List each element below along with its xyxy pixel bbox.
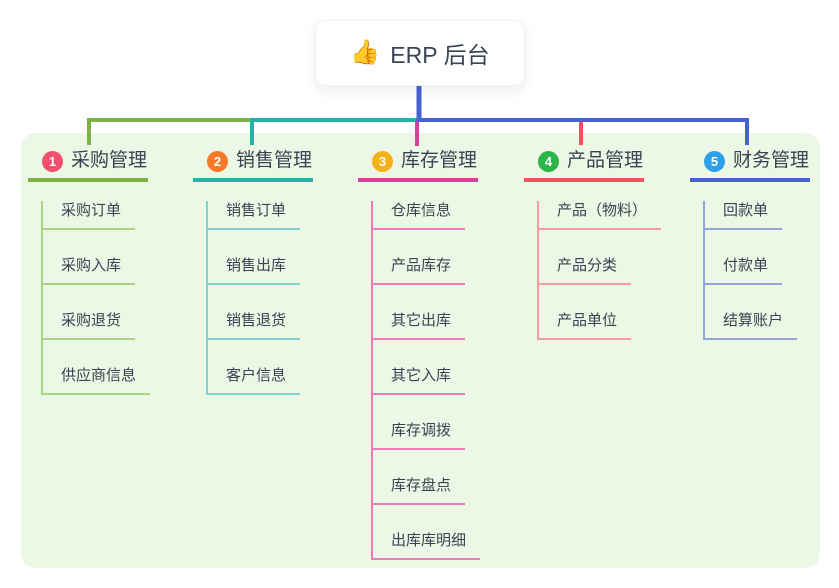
branch-title-label: 产品管理	[567, 150, 644, 171]
branch-1: 1 采购管理采购订单采购入库采购退货供应商信息	[28, 149, 151, 395]
node-item[interactable]: 其它出库	[373, 311, 466, 340]
branch-5: 5 财务管理回款单付款单结算账户	[690, 149, 810, 340]
branch-number-badge: 4	[538, 150, 559, 172]
node-item[interactable]: 产品分类	[539, 256, 632, 285]
branch-title-label: 采购管理	[71, 150, 148, 171]
branch-number-badge: 1	[42, 150, 63, 172]
node-item[interactable]: 采购订单	[43, 201, 136, 230]
node-item[interactable]: 产品（物料）	[539, 201, 662, 230]
group-background-panel	[21, 133, 820, 568]
branch-number-badge: 5	[704, 150, 725, 172]
node-item[interactable]: 供应商信息	[43, 366, 151, 395]
branch-title-label: 库存管理	[401, 150, 478, 171]
branch-title-node-2[interactable]: 2 销售管理	[193, 149, 313, 182]
branch-number-badge: 2	[207, 150, 228, 172]
node-item[interactable]: 采购入库	[43, 256, 136, 285]
root-node-label: ERP 后台	[390, 42, 490, 68]
branch-children: 销售订单销售出库销售退货客户信息	[206, 201, 301, 395]
branch-2: 2 销售管理销售订单销售出库销售退货客户信息	[193, 149, 313, 395]
node-item[interactable]: 结算账户	[705, 311, 798, 340]
branch-children: 采购订单采购入库采购退货供应商信息	[41, 201, 151, 395]
node-item[interactable]: 回款单	[705, 201, 783, 230]
node-item[interactable]: 采购退货	[43, 311, 136, 340]
branch-children: 产品（物料） 产品分类产品单位	[537, 201, 662, 340]
node-item[interactable]: 其它入库	[373, 366, 466, 395]
branch-title-node-4[interactable]: 4 产品管理	[524, 149, 644, 182]
node-item[interactable]: 客户信息	[208, 366, 301, 395]
node-item[interactable]: 库存调拨	[373, 421, 466, 450]
branch-title-node-5[interactable]: 5 财务管理	[690, 149, 810, 182]
node-item[interactable]: 销售退货	[208, 311, 301, 340]
branch-title-label: 销售管理	[236, 150, 313, 171]
node-item[interactable]: 仓库信息	[373, 201, 466, 230]
branch-3: 3 库存管理仓库信息产品库存其它出库其它入库库存调拨库存盘点出库库明细	[358, 149, 481, 560]
branch-title-node-3[interactable]: 3 库存管理	[358, 149, 478, 182]
node-item[interactable]: 产品单位	[539, 311, 632, 340]
node-item[interactable]: 出库库明细	[373, 531, 481, 560]
branch-title-node-1[interactable]: 1 采购管理	[28, 149, 148, 182]
branch-children: 回款单付款单结算账户	[703, 201, 798, 340]
branch-number-badge: 3	[372, 150, 393, 172]
node-item[interactable]: 产品库存	[373, 256, 466, 285]
branch-4: 4 产品管理产品（物料） 产品分类产品单位	[524, 149, 662, 340]
node-item[interactable]: 销售订单	[208, 201, 301, 230]
branch-title-label: 财务管理	[733, 150, 810, 171]
branch-children: 仓库信息产品库存其它出库其它入库库存调拨库存盘点出库库明细	[371, 201, 481, 560]
node-item[interactable]: 库存盘点	[373, 476, 466, 505]
root-node[interactable]: 👍 ERP 后台	[315, 20, 525, 86]
node-item[interactable]: 付款单	[705, 256, 783, 285]
thumbs-up-icon: 👍	[350, 39, 381, 66]
node-item[interactable]: 销售出库	[208, 256, 301, 285]
